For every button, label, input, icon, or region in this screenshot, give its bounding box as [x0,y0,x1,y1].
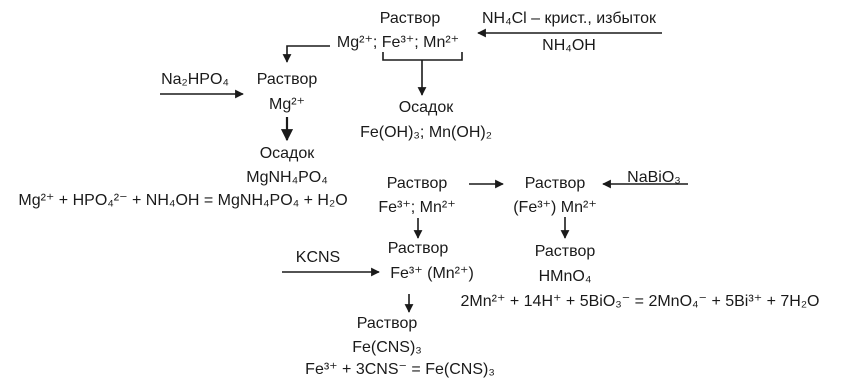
solution-mn-label: Раствор [524,175,586,192]
reagent-nabio3: NaBiO₃ [627,169,681,186]
solution-fecns-label: Раствор [356,315,418,332]
precipitate-mg-formula: MgNH₄PO₄ [246,169,328,186]
precipitate-mg-label: Осадок [259,145,315,162]
solution-fecns-formula: Fe(CNS)₃ [352,339,422,356]
equation-mn: 2Mn²⁺ + 14H⁺ + 5BiO₃⁻ = 2MnO₄⁻ + 5Bi³⁺ +… [460,293,820,310]
reagent-na2hpo4: Na₂HPO₄ [161,71,229,88]
equation-fe: Fe³⁺ + 3CNS⁻ = Fe(CNS)₃ [305,361,495,378]
reagent-nh4cl: NH₄Cl – крист., избыток [481,10,657,27]
solution-fe-mn-label: Раствор [386,175,448,192]
precipitate-hydroxide-formula: Fe(OH)₃; Mn(OH)₂ [360,124,492,141]
solution-mg-label: Раствор [256,71,318,88]
reagent-nh4oh: NH₄OH [542,37,596,54]
equation-mg: Mg²⁺ + HPO₄²⁻ + NH₄OH = MgNH₄PO₄ + H₂O [18,192,348,209]
precipitate-hydroxide-label: Осадок [398,99,454,116]
solution-hmno4-label: Раствор [534,243,596,260]
solution-hmno4-formula: HMnO₄ [538,268,592,285]
solution-fe-ions: Fe³⁺ (Mn²⁺) [390,265,474,282]
bracket-fe-mn [382,52,463,61]
solution-1-ions: Mg²⁺; Fe³⁺; Mn²⁺ [336,34,460,51]
solution-fe-mn-ions: Fe³⁺; Mn²⁺ [378,199,456,216]
solution-mn-ions: (Fe³⁺) Mn²⁺ [513,199,597,216]
solution-fe-label: Раствор [387,240,449,257]
solution-mg-ion: Mg²⁺ [269,96,305,113]
arrow-to-mg-solution [282,45,330,63]
solution-1-label: Раствор [379,10,441,27]
reagent-kcns: KCNS [295,249,341,266]
